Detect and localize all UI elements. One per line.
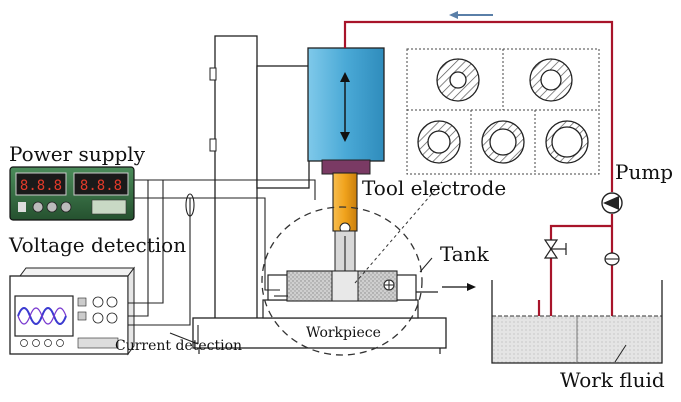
flow-arrow-icon — [449, 11, 493, 19]
voltage-detection-label: Voltage detection — [9, 233, 187, 257]
svg-text:8.8.8: 8.8.8 — [20, 178, 62, 194]
pump-icon — [601, 192, 623, 214]
detail-leader-line — [354, 181, 443, 284]
spindle-head — [307, 47, 385, 175]
workpiece-label: Workpiece — [306, 325, 381, 341]
fluid-reservoir — [491, 280, 663, 364]
work-fluid-label: Work fluid — [560, 368, 665, 392]
tank-label: Tank — [440, 242, 489, 266]
machine-base — [192, 299, 447, 354]
power-supply-unit: 8.8.8 8.8.8 — [9, 166, 135, 221]
outflow-arrow-icon — [442, 283, 476, 291]
signal-wires — [128, 179, 316, 345]
tool-electrode-label: Tool electrode — [362, 176, 507, 200]
svg-text:8.8.8: 8.8.8 — [80, 178, 122, 194]
current-probe — [185, 193, 195, 217]
pump-label: Pump — [615, 160, 674, 184]
oscilloscope — [9, 266, 135, 356]
check-valve-icon — [604, 252, 620, 266]
work-fluid-leader — [614, 344, 627, 363]
tank-leader — [419, 257, 433, 273]
current-detection-label: Current detection — [115, 338, 243, 354]
magnifier-circle — [261, 206, 423, 356]
tank — [267, 270, 417, 302]
up-down-arrow-icon — [340, 72, 350, 142]
cross-section-panel — [406, 48, 600, 175]
power-supply-label: Power supply — [9, 142, 146, 166]
valve-icon — [543, 239, 567, 259]
